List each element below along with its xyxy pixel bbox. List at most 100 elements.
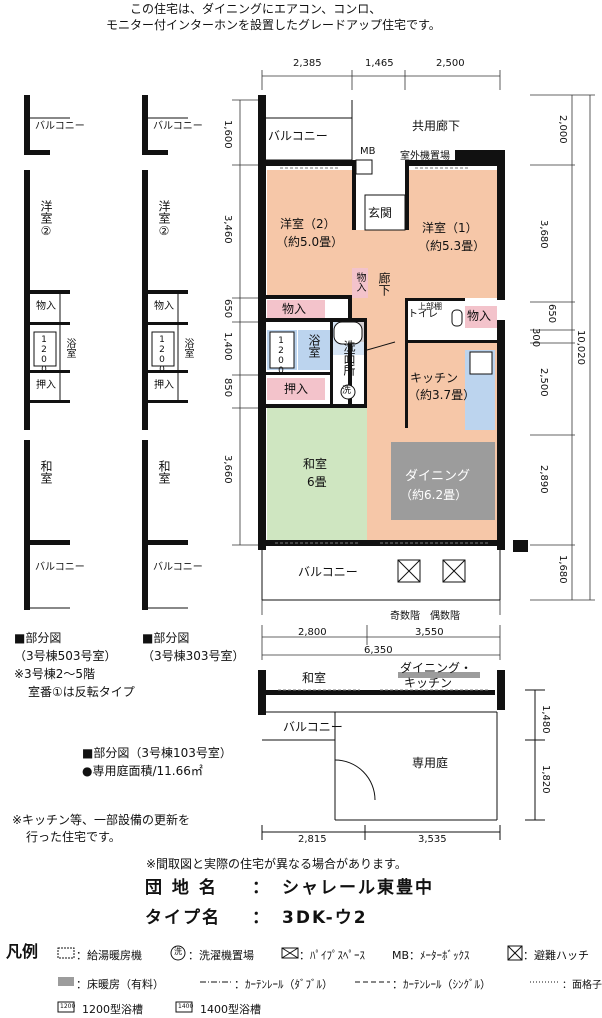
partial103-dim-right-1: 1,480	[540, 705, 551, 734]
room-western1-name: 洋室（1）	[422, 221, 478, 235]
partial103-dim-bottom-2: 3,535	[418, 834, 447, 845]
legend-tub-1400: 1400型浴槽	[200, 1003, 261, 1016]
dim-top-3: 2,500	[436, 58, 465, 69]
partial303-tub: 1200	[157, 335, 167, 375]
note-kitchen-update-1: ※キッチン等、一部設備の更新を	[12, 813, 191, 827]
dim-right-2: 3,680	[538, 220, 549, 249]
label-toilet-cabinet: 上部棚	[418, 302, 442, 311]
complex-name-label: 団 地 名	[145, 878, 218, 898]
label-mb: MB	[360, 146, 376, 157]
legend-washer: ：洗濯機置場	[188, 949, 254, 962]
dim-bottom-2: 3,550	[415, 627, 444, 638]
partial103-garden-area: ●専用庭面積/11.66㎡	[82, 764, 203, 778]
partial303-closet: 押入	[154, 380, 174, 391]
dim-left-6: 3,660	[222, 455, 233, 484]
partial503-bath: 浴室	[64, 338, 75, 358]
partial503-note-1: ※3号棟2～5階	[14, 667, 95, 681]
dim-left-2: 3,460	[222, 215, 233, 244]
room-storage-w1: 物入	[467, 309, 492, 323]
dim-bottom-total: 6,350	[364, 645, 393, 656]
dim-left-4: 1,400	[222, 332, 233, 361]
complex-name-value: シャレール東豊中	[282, 878, 434, 898]
dim-right-total: 10,020	[575, 330, 586, 365]
partial503-balcony-top: バルコニー	[35, 121, 85, 132]
room-kitchen-size: （約3.7畳）	[408, 388, 476, 402]
partial503-tub: 1200	[39, 335, 49, 375]
dim-right-6: 2,890	[538, 465, 549, 494]
dim-right-4: 300	[530, 328, 541, 348]
room-closet: 押入	[284, 382, 309, 396]
partial503-western: 洋室②	[39, 200, 53, 238]
note-disclaimer: ※間取図と実際の住宅が異なる場合があります。	[146, 857, 407, 871]
dim-top-2: 1,465	[365, 58, 394, 69]
legend-meter-box: MB：ﾒｰﾀｰﾎﾞｯｸｽ	[392, 949, 470, 962]
complex-name-separator: ：	[252, 878, 271, 898]
washer-icon: 洗	[342, 386, 352, 396]
legend-tub-1400-icon: 1400	[178, 1003, 194, 1010]
type-name-value: 3DK-ウ2	[282, 908, 368, 928]
legend-title: 凡例	[6, 942, 39, 961]
dim-right-1: 2,000	[557, 115, 568, 144]
partial103-dim-bottom-1: 2,815	[298, 834, 327, 845]
partial503-closet: 押入	[36, 380, 56, 391]
partial503-storage: 物入	[36, 301, 56, 312]
partial303-balcony-bottom: バルコニー	[153, 562, 203, 573]
partial303-bath: 浴室	[182, 338, 193, 358]
dim-right-7: 1,680	[557, 555, 568, 584]
legend-grille: ：面格子	[562, 980, 602, 991]
partial103-caption: ■部分図（3号棟103号室）	[82, 746, 232, 760]
type-name-separator: ：	[252, 908, 271, 928]
label-odd-even-floors: 奇数階 偶数階	[390, 611, 460, 622]
partial503-caption-room: （3号棟503号室）	[14, 649, 117, 663]
partial103-dim-right-2: 1,820	[540, 765, 551, 794]
room-genkan: 玄関	[368, 206, 393, 220]
legend-curtain-single: ：ｶｰﾃﾝﾚｰﾙ（ｼﾝｸﾞﾙ）	[392, 978, 491, 991]
dim-left-1: 1,600	[222, 120, 233, 149]
room-dining-size: （約6.2畳）	[400, 488, 468, 502]
room-washitsu-name: 和室	[303, 457, 328, 471]
partial303-washitsu: 和室	[157, 460, 171, 484]
dim-left-5: 850	[222, 378, 233, 398]
note-kitchen-update-2: 行った住宅です。	[26, 830, 121, 844]
room-dining-name: ダイニング	[405, 469, 471, 484]
room-western2-name: 洋室（2）	[280, 217, 336, 231]
room-washitsu-size: 6畳	[307, 475, 327, 489]
legend-water-heater: ：給湯暖房機	[76, 949, 142, 962]
legend-escape-hatch: ：避難ハッチ	[523, 949, 589, 962]
partial503-caption: ■部分図	[14, 631, 62, 645]
partial303-caption: ■部分図	[142, 631, 190, 645]
legend-curtain-double: ：ｶｰﾃﾝﾚｰﾙ（ﾀﾞﾌﾞﾙ）	[234, 978, 333, 991]
room-balcony-bottom: バルコニー	[298, 565, 358, 579]
room-western1-size: （約5.3畳）	[418, 239, 486, 253]
dim-bottom-1: 2,800	[298, 627, 327, 638]
partial303-storage: 物入	[154, 301, 174, 312]
legend-tub-1200-icon: 1200	[60, 1003, 76, 1010]
legend-tub-1200: 1200型浴槽	[82, 1003, 143, 1016]
room-kitchen-name: キッチン	[410, 371, 459, 385]
partial303-western: 洋室②	[157, 200, 171, 238]
dim-right-5: 2,500	[538, 368, 549, 397]
dim-left-3: 650	[222, 299, 233, 319]
room-toilet: トイレ	[408, 309, 438, 320]
legend-pipe-space: ：ﾊﾟｲﾌﾟｽﾍﾟｰｽ	[299, 949, 365, 962]
room-balcony-top: バルコニー	[268, 129, 328, 143]
partial303-caption-room: （3号棟303号室）	[142, 649, 245, 663]
partial103-kitchen: キッチン	[404, 676, 453, 690]
partial103-dining: ダイニング・	[400, 661, 473, 675]
partial103-washitsu: 和室	[302, 671, 327, 685]
room-corridor: 共用廊下	[412, 119, 461, 133]
partial503-note-2: 室番①は反転タイプ	[28, 685, 135, 699]
label-bath-tub: 1200	[276, 336, 286, 376]
partial103-balcony: バルコニー	[283, 720, 343, 734]
partial303-balcony-top: バルコニー	[153, 121, 203, 132]
room-storage-w2: 物入	[282, 302, 307, 316]
legend-floor-heating: ：床暖房（有料）	[76, 978, 164, 991]
type-name-label: タイプ名	[145, 908, 221, 928]
room-hall: 廊下	[377, 272, 391, 296]
room-western2-size: （約5.0畳）	[276, 235, 344, 249]
header-line-1: この住宅は、ダイニングにエアコン、コンロ、	[130, 2, 382, 16]
room-storage-hall: 物入	[354, 272, 365, 292]
partial103-garden: 専用庭	[412, 756, 449, 770]
partial503-balcony-bottom: バルコニー	[35, 562, 85, 573]
